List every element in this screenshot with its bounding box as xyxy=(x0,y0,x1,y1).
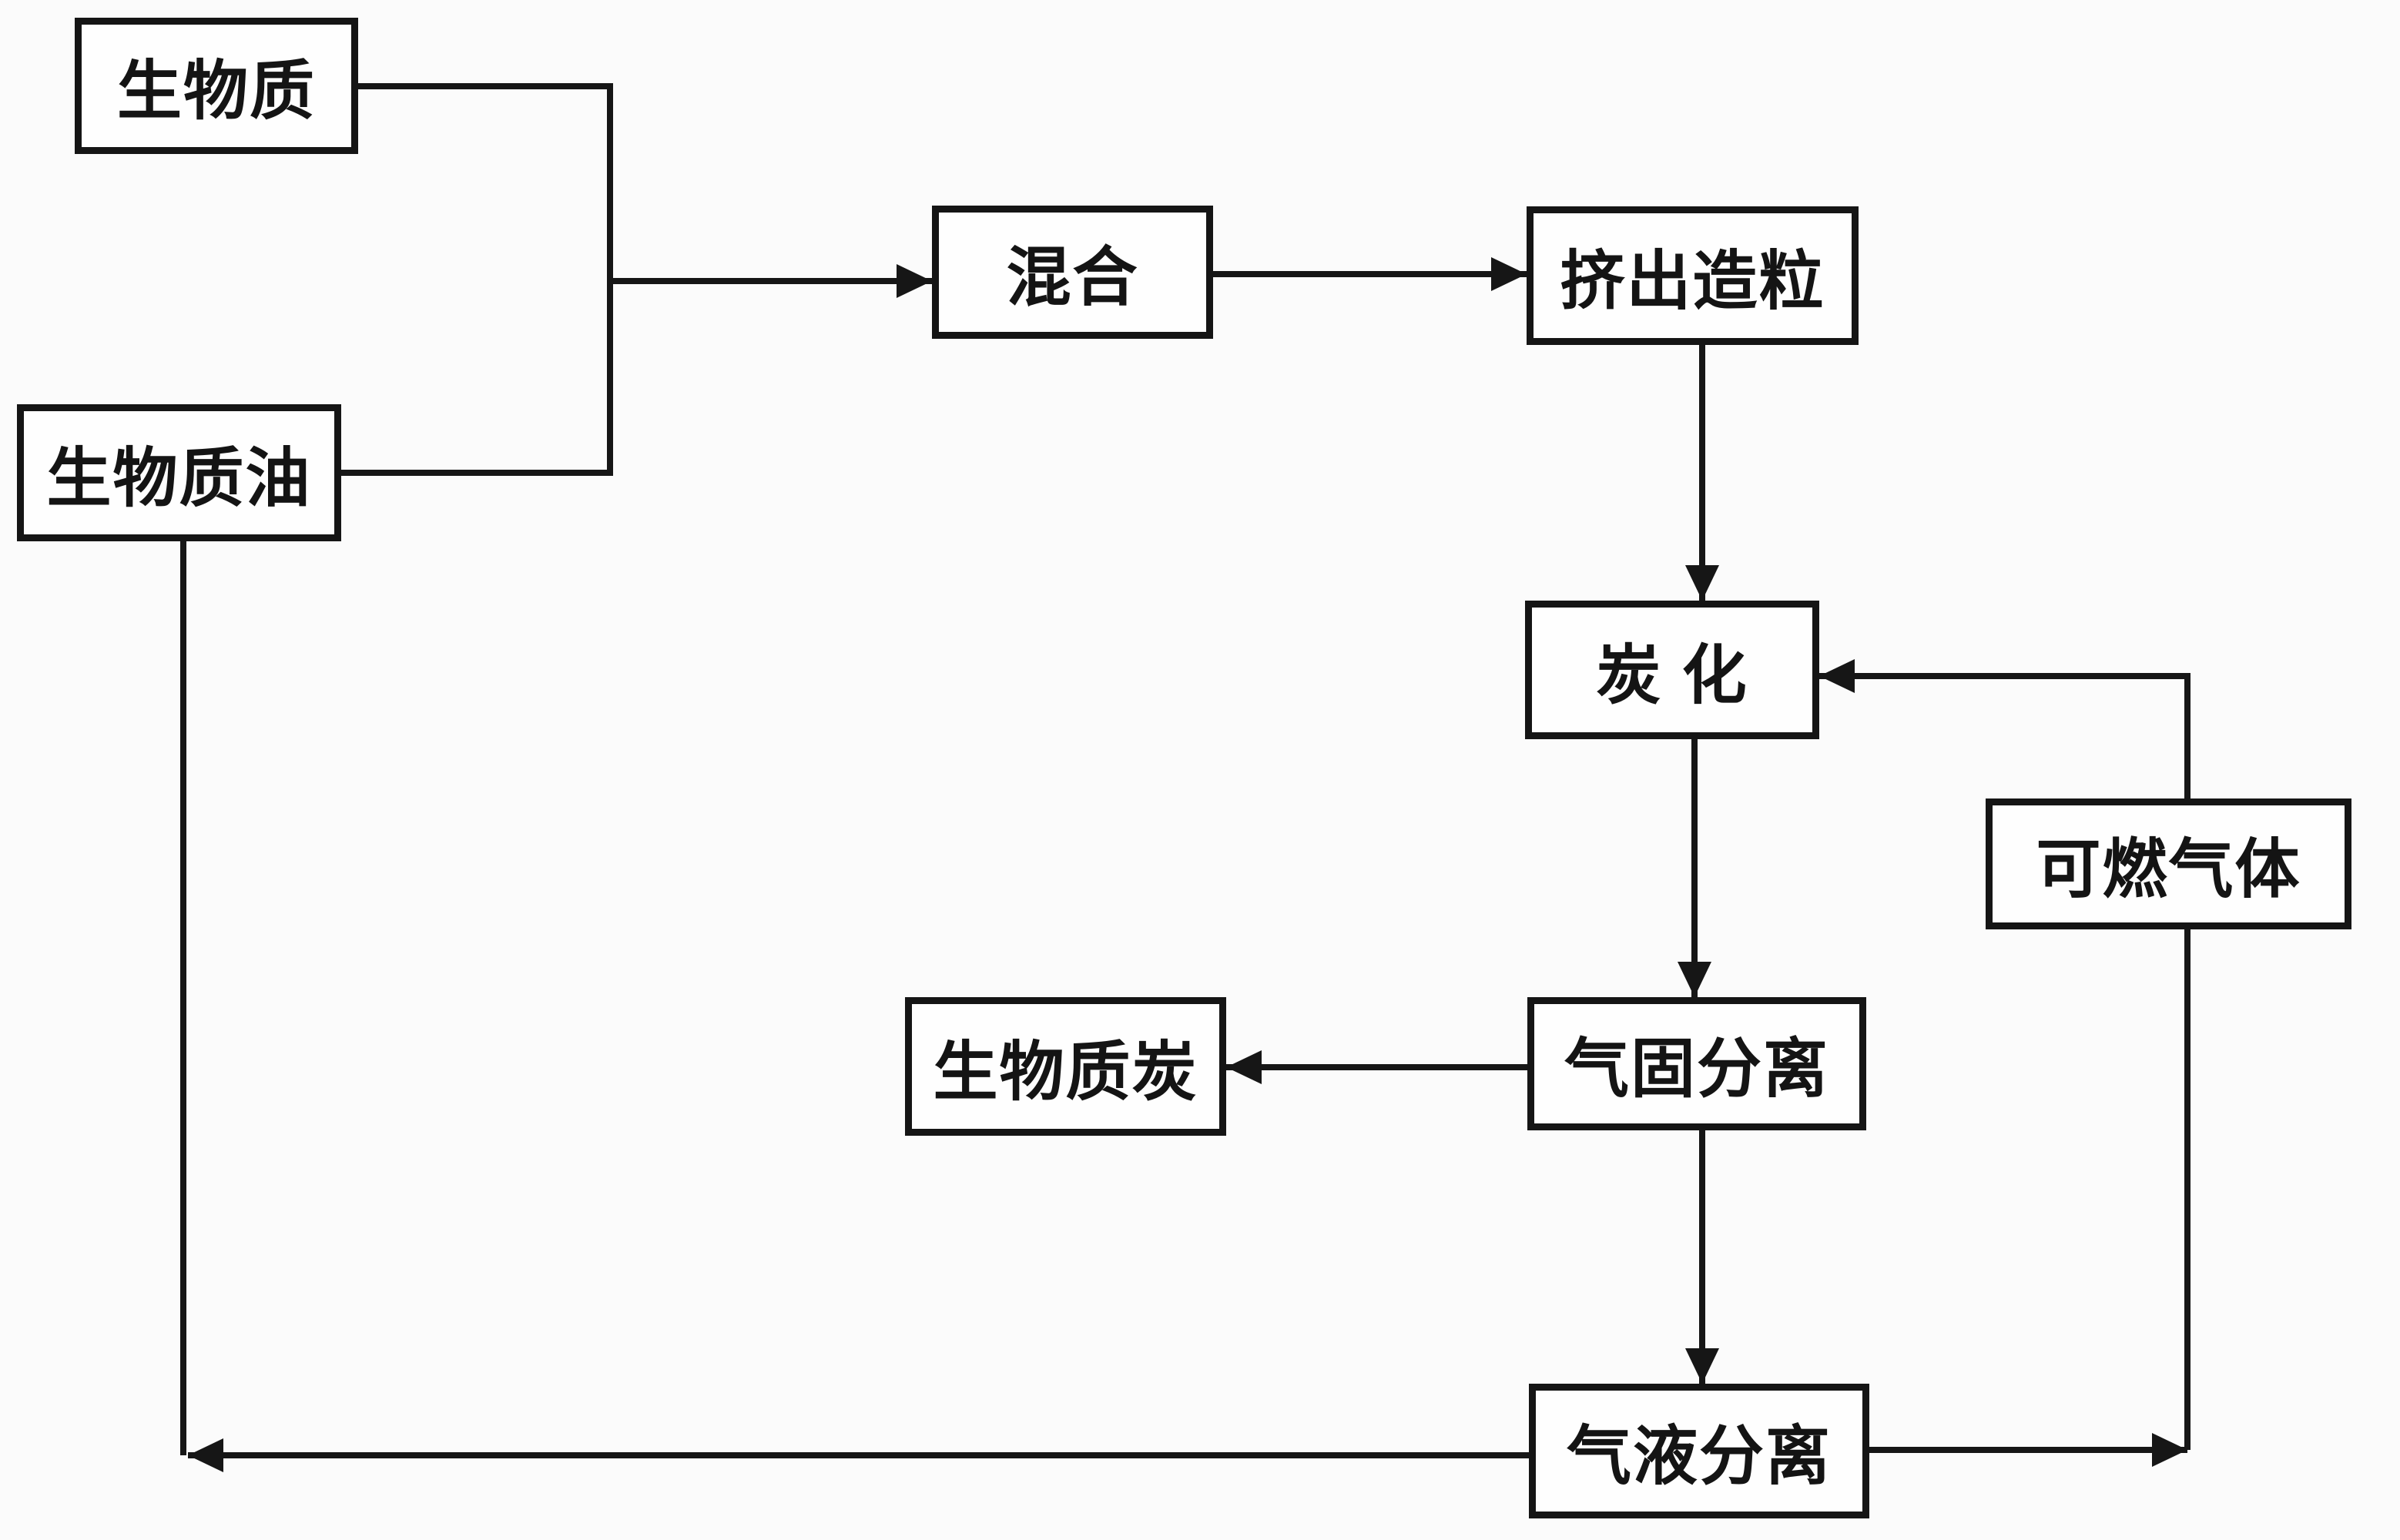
node-biomass-char-label: 生物质炭 xyxy=(933,1035,1198,1108)
node-gas-liquid-separation: 气液分离 xyxy=(1529,1384,1869,1518)
node-carbonization-label: 炭 化 xyxy=(1596,638,1748,711)
node-biomass-oil-label: 生物质油 xyxy=(46,441,312,514)
node-biomass: 生物质 xyxy=(75,18,358,154)
node-biomass-label: 生物质 xyxy=(116,55,316,127)
node-extrusion-granulation-label: 挤出造粒 xyxy=(1560,244,1825,317)
edge-combustible-gas-to-carbonization xyxy=(1819,659,2191,798)
node-mixing-label: 混合 xyxy=(1006,241,1139,313)
node-mixing: 混合 xyxy=(932,206,1213,339)
node-biomass-oil: 生物质油 xyxy=(17,404,341,541)
node-biomass-char: 生物质炭 xyxy=(905,997,1226,1136)
node-carbonization: 炭 化 xyxy=(1525,601,1819,739)
node-combustible-gas-label: 可燃气体 xyxy=(2036,832,2301,906)
node-gas-liquid-separation-label: 气液分离 xyxy=(1566,1420,1832,1492)
node-extrusion-granulation: 挤出造粒 xyxy=(1527,206,1859,345)
node-gas-solid-separation-label: 气固分离 xyxy=(1564,1033,1829,1105)
node-combustible-gas: 可燃气体 xyxy=(1986,798,2351,929)
node-gas-solid-separation: 气固分离 xyxy=(1527,997,1866,1130)
